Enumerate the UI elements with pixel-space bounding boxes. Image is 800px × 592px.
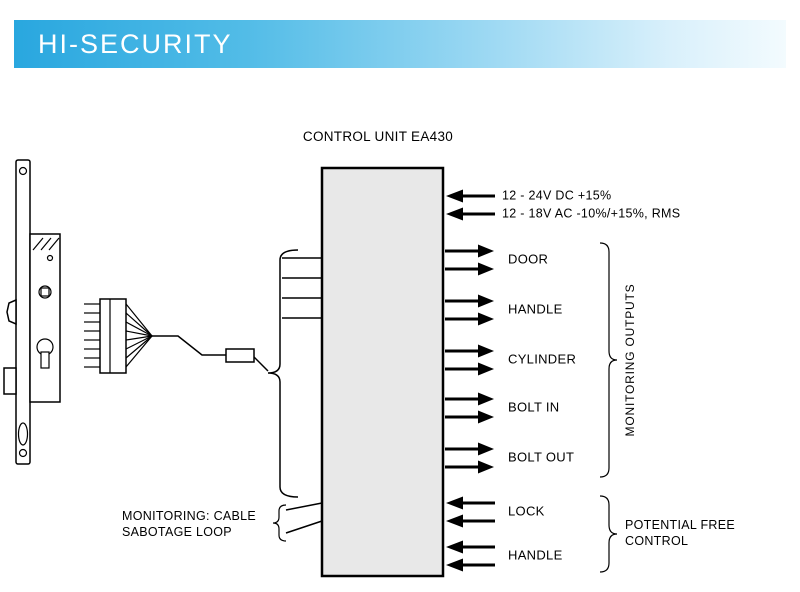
cable-ferrule (225, 348, 255, 363)
header-banner: HI-SECURITY (14, 20, 786, 68)
cable-split-brace-icon (267, 249, 299, 498)
power-input-arrow-icon (446, 189, 495, 203)
output-arrow-icon (445, 294, 494, 326)
control-input-arrow-icon (446, 496, 495, 528)
output-arrow-icon (445, 392, 494, 424)
monitoring-outputs-group-label: MONITORING OUTPUTS (623, 284, 637, 437)
signal-label-cylinder: CYLINDER (508, 351, 576, 366)
control-group-label-line2: CONTROL (625, 534, 688, 548)
brand-title: HI-SECURITY (38, 28, 233, 59)
signal-label-lock: LOCK (508, 503, 545, 518)
output-arrow-icon (445, 344, 494, 376)
signal-label-bolt-out: BOLT OUT (508, 449, 574, 464)
sabotage-loop-wires (285, 502, 323, 534)
output-arrow-icon (445, 244, 494, 276)
signal-label-handle: HANDLE (508, 301, 563, 316)
mortise-lock-icon (3, 159, 61, 465)
cable-run (152, 335, 269, 372)
potential-free-control-brace-icon (599, 495, 618, 573)
power-input-arrow-icon (446, 207, 495, 221)
monitoring-wires (282, 257, 322, 319)
output-arrow-icon (445, 442, 494, 474)
signal-label-door: DOOR (508, 251, 548, 266)
signal-label-bolt-in: BOLT IN (508, 399, 559, 414)
signal-label-control-handle: HANDLE (508, 547, 563, 562)
control-group-label-line1: POTENTIAL FREE (625, 518, 735, 532)
control-unit-title: CONTROL UNIT EA430 (303, 129, 453, 144)
power-label-dc: 12 - 24V DC +15% (502, 188, 611, 202)
sabotage-label-line2: SABOTAGE LOOP (122, 525, 232, 539)
control-input-arrow-icon (446, 540, 495, 572)
control-unit-box (320, 166, 445, 578)
sabotage-brace-icon (272, 504, 287, 542)
monitoring-outputs-brace-icon (599, 242, 618, 478)
power-label-ac: 12 - 18V AC -10%/+15%, RMS (502, 206, 680, 220)
cable-connector-icon (84, 298, 153, 374)
sabotage-label-line1: MONITORING: CABLE (122, 509, 256, 523)
